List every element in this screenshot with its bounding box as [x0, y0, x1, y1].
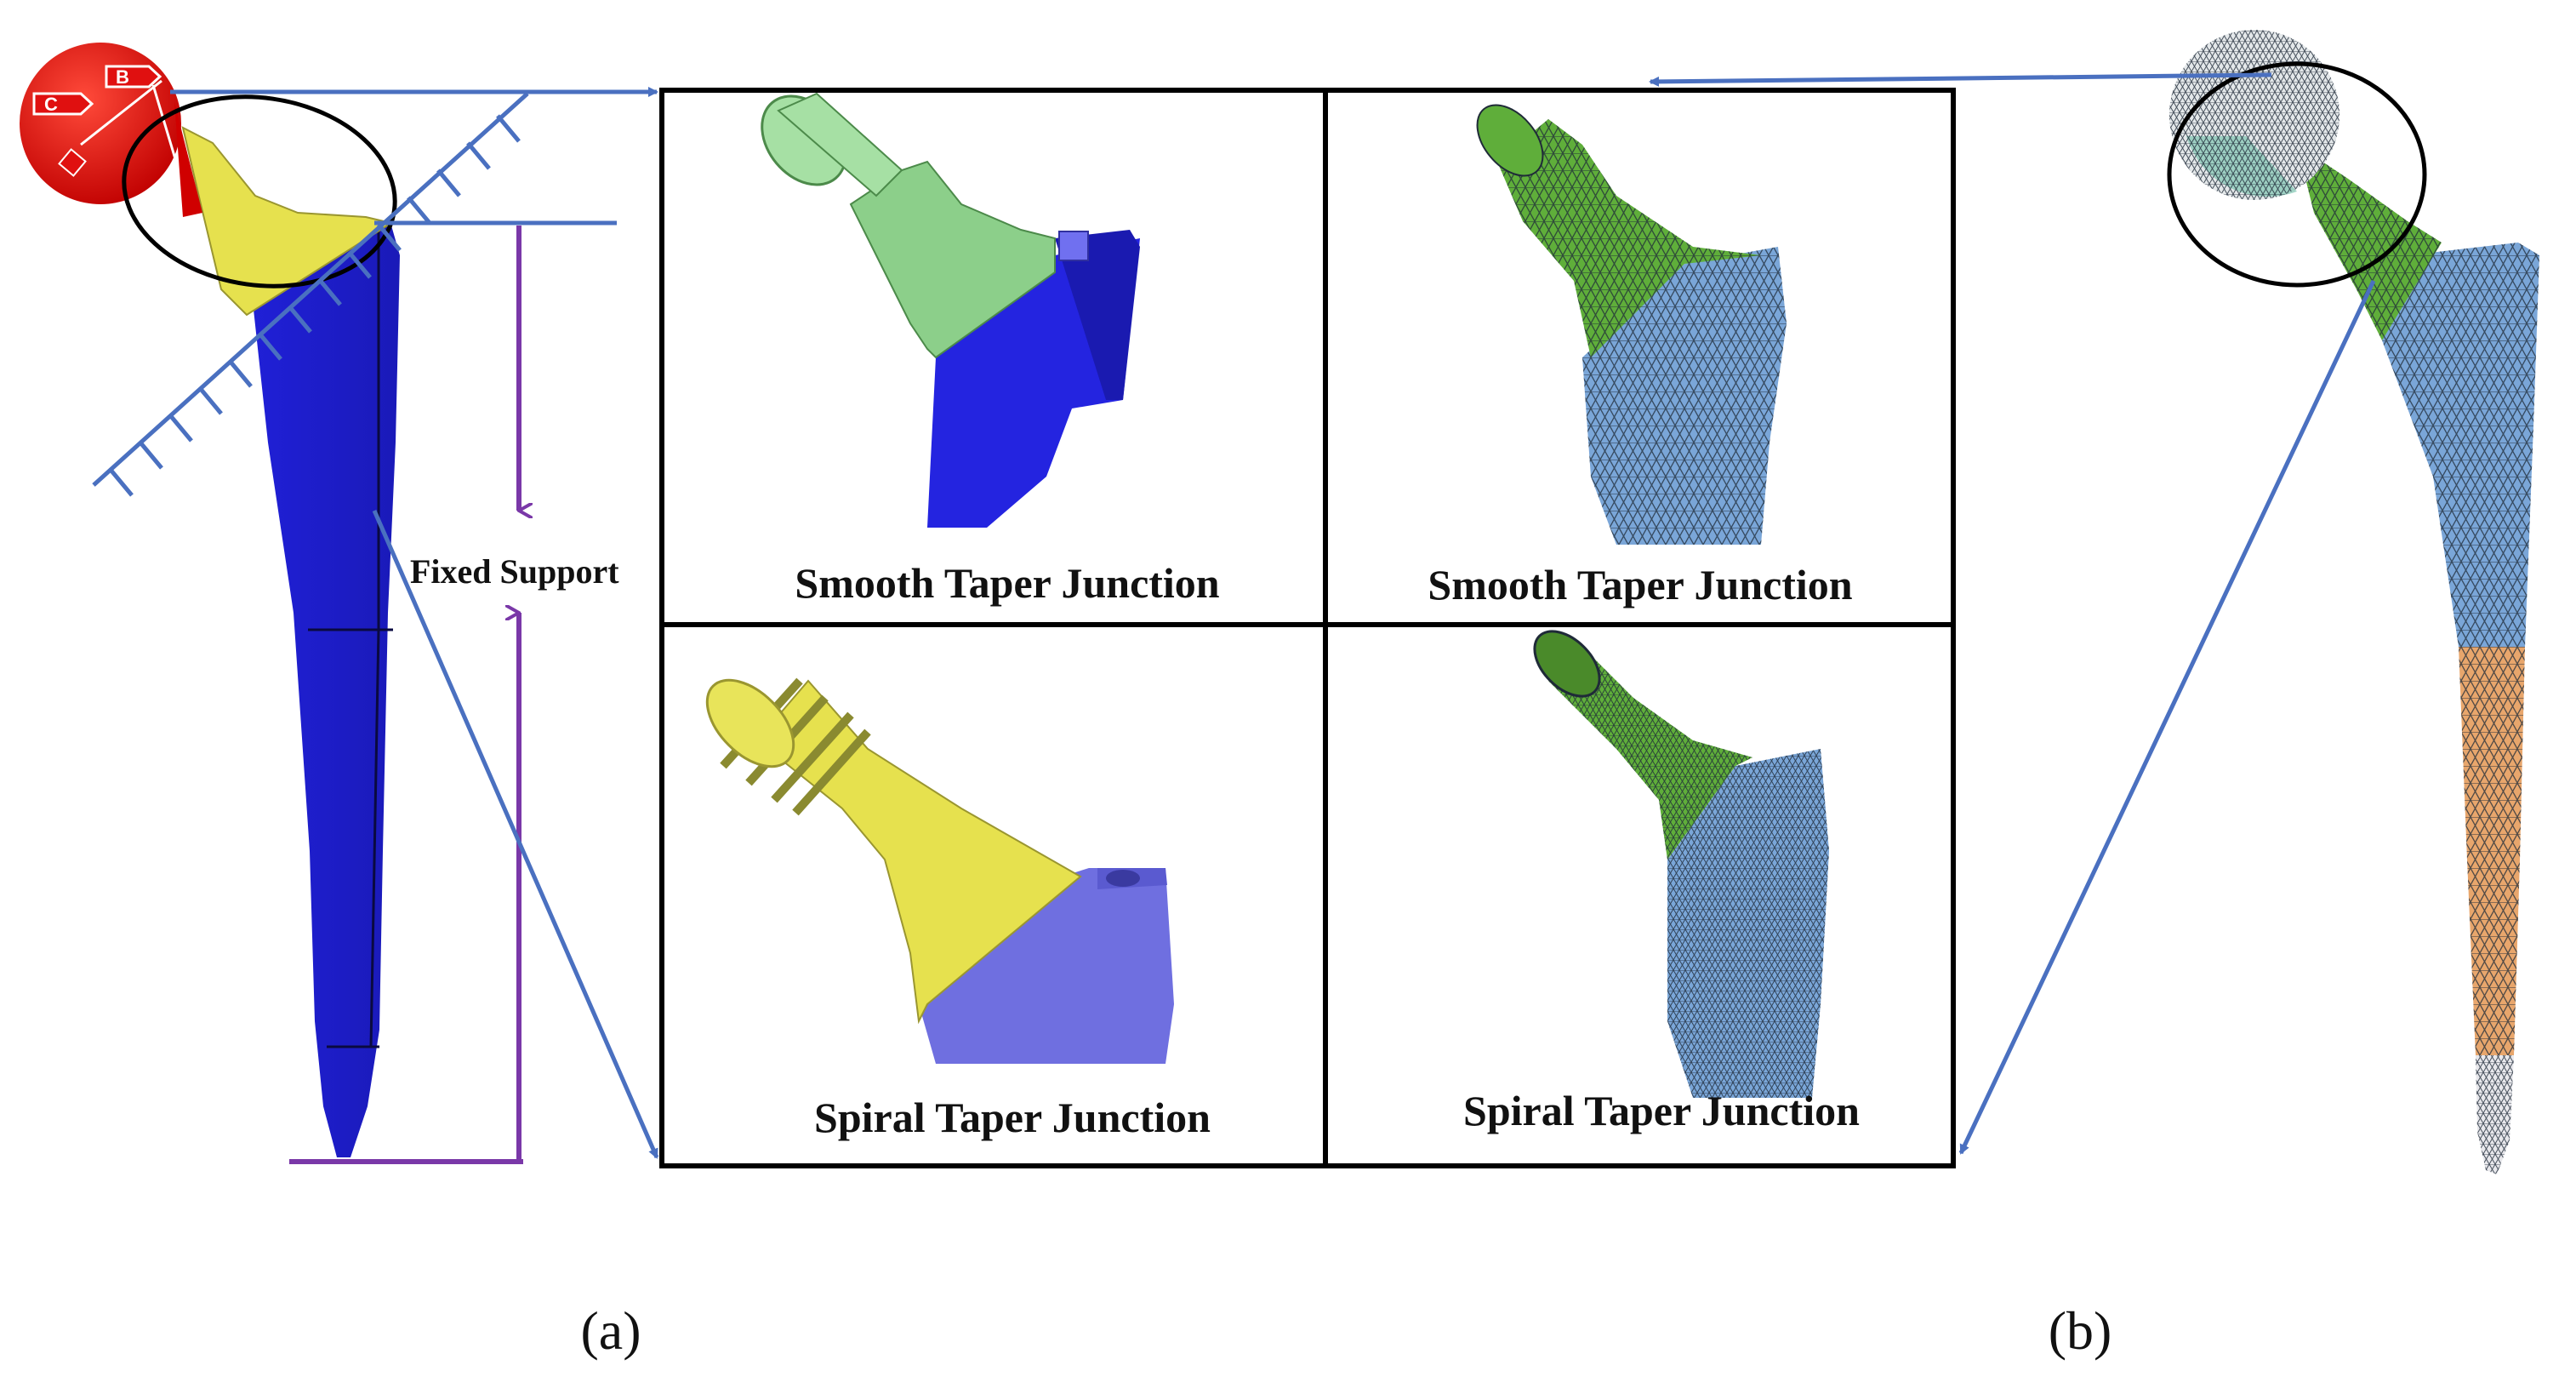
- panel-smooth-mesh: [1476, 104, 1787, 545]
- fixed-support-hatch: [92, 92, 529, 497]
- support-dimension: [289, 226, 523, 1164]
- cad-marker-c: [32, 92, 94, 116]
- cad-marker-c-label: C: [44, 94, 58, 115]
- subfigure-label-a: (a): [580, 1300, 641, 1361]
- stem-body: [247, 220, 400, 1157]
- head-pointer: [174, 102, 202, 217]
- panel-caption-spiral-cad: Spiral Taper Junction: [814, 1094, 1211, 1141]
- cad-marker-b-label: B: [116, 66, 129, 88]
- neck-highlight-ellipse: [122, 94, 397, 288]
- mesh-stem-model: [1649, 30, 2539, 1174]
- arrow-mesh-to-panels-bottom: [1958, 279, 2376, 1155]
- fixed-support-label: Fixed Support: [410, 552, 619, 591]
- cad-stem-model: [20, 43, 659, 1164]
- panel-smooth-cad: [761, 92, 1140, 528]
- panel-caption-smooth-mesh: Smooth Taper Junction: [1428, 561, 1852, 608]
- cad-marker-b: [105, 65, 162, 89]
- subfigure-label-b: (b): [2049, 1300, 2112, 1361]
- mesh-neck-highlight-ellipse: [2167, 61, 2427, 288]
- stem-neck-yellow: [181, 126, 394, 317]
- panel-spiral-cad: [705, 677, 1174, 1064]
- cad-marker-square: [58, 148, 87, 177]
- panel-caption-smooth-cad: Smooth Taper Junction: [795, 559, 1219, 607]
- arrow-to-panels-bottom: [372, 509, 659, 1159]
- panel-spiral-mesh: [1533, 630, 1829, 1098]
- arrow-mesh-to-panels-top: [1649, 72, 2272, 87]
- panel-caption-spiral-mesh: Spiral Taper Junction: [1463, 1087, 1860, 1134]
